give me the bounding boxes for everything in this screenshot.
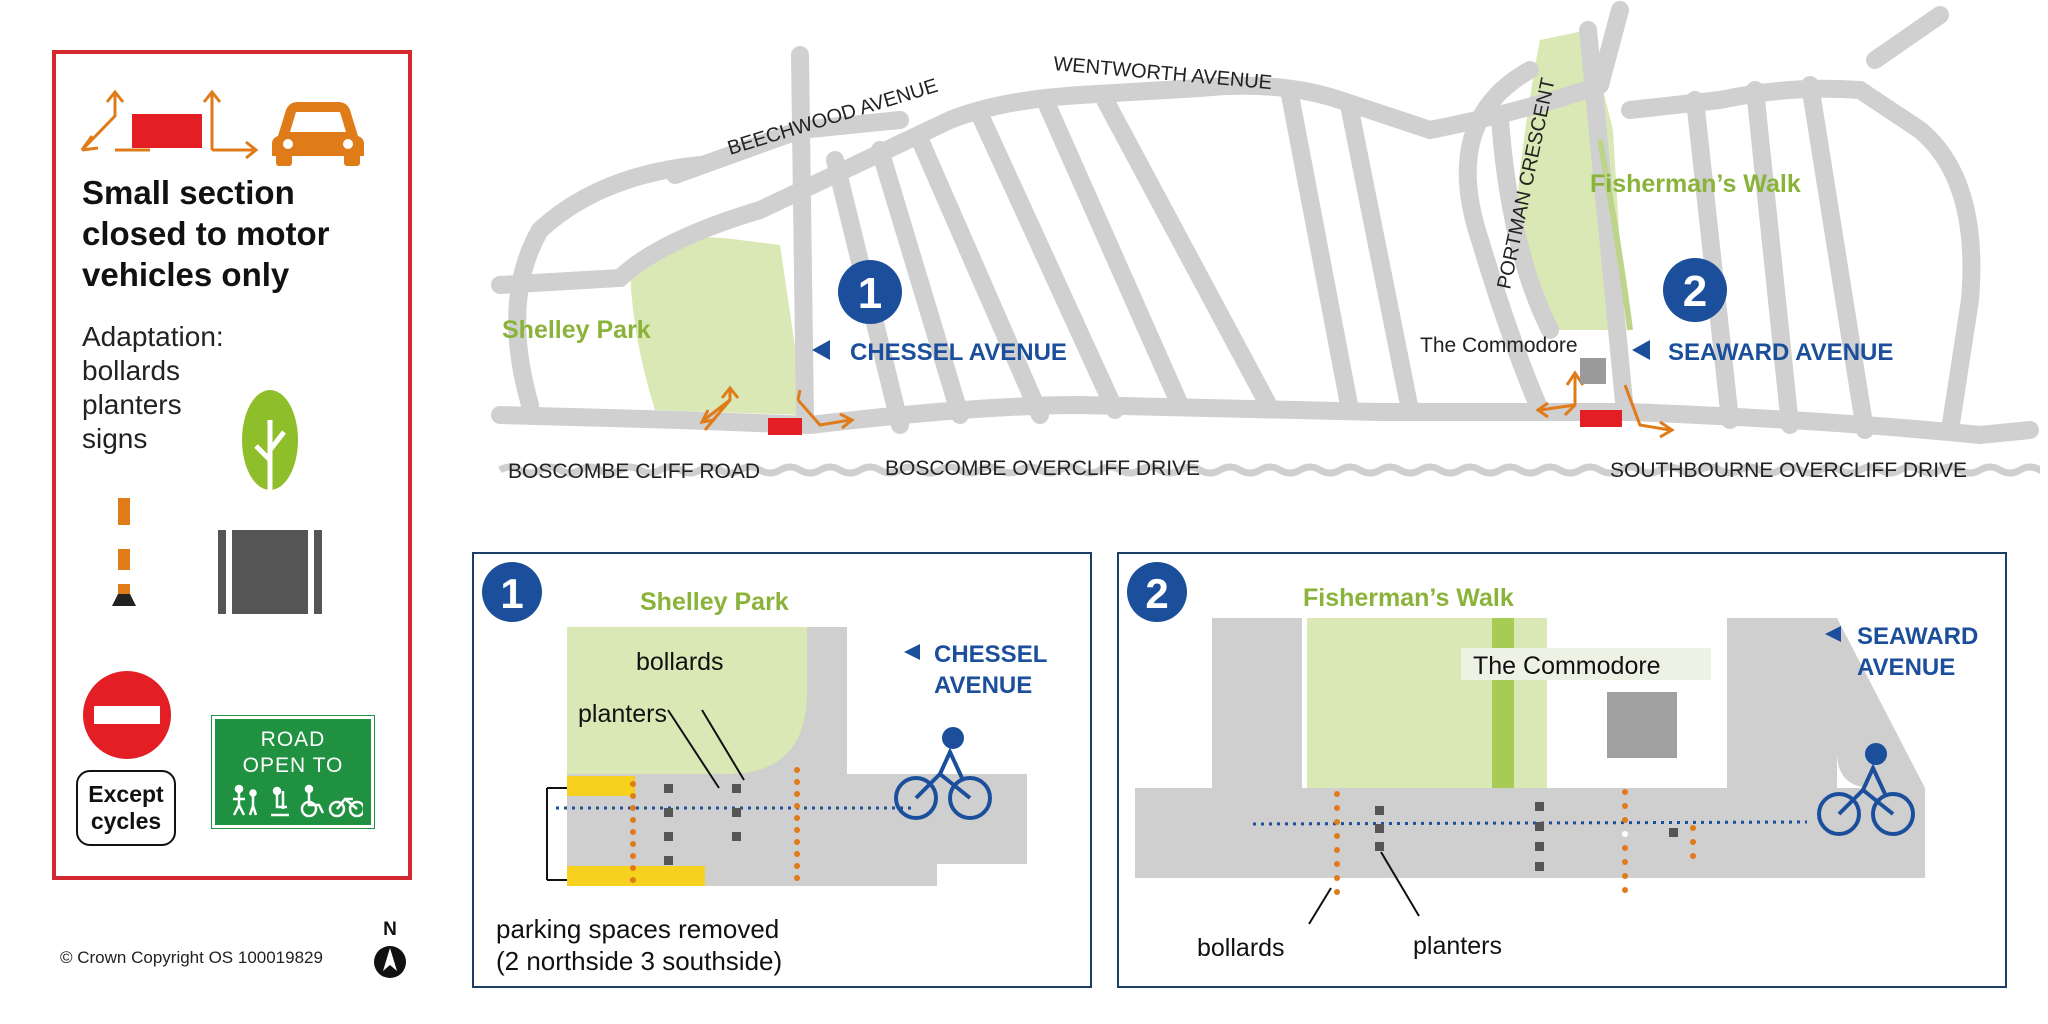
inset-2-street-line1: SEAWARD <box>1857 623 1978 650</box>
commodore-label-bg <box>1461 648 1711 680</box>
marker-2: 2 <box>1663 258 1727 322</box>
adaptation-item: bollards <box>82 355 181 386</box>
inset-1-panel <box>472 552 1092 988</box>
inset-1-bollards-label: bollards <box>636 648 724 676</box>
inset-1-park-area <box>567 627 807 774</box>
north-arrow: N <box>374 919 406 978</box>
parking-space-south <box>567 866 705 886</box>
road-network <box>491 1 2039 445</box>
pointer-left-icon <box>1825 626 1841 642</box>
park-path <box>1597 139 1633 331</box>
car-icon <box>272 102 364 166</box>
permitted-users-icons <box>232 784 366 818</box>
street-label-boscombe-overcliff: BOSCOMBE OVERCLIFF DRIVE <box>885 457 1200 480</box>
inset-2-diagram: 2 Fisherman’s Walk The Commodore SEAWARD… <box>1127 562 1978 962</box>
cyclist-icon <box>1817 743 1915 836</box>
closure-marker-chessel <box>768 418 802 435</box>
inset-2-bollards <box>1334 789 1696 895</box>
callout-lines <box>1308 851 1420 925</box>
legend-title: Small section closed to motor vehicles o… <box>82 174 330 293</box>
street-label-boscombe-cliff: BOSCOMBE CLIFF ROAD <box>508 460 760 483</box>
legend-panel <box>52 50 412 880</box>
place-label-commodore: The Commodore <box>1420 334 1578 357</box>
marker-1-label: CHESSEL AVENUE <box>850 339 1067 366</box>
pedestrian-icon <box>232 784 258 816</box>
adaptation-heading: Adaptation: <box>82 321 224 352</box>
road-open-line1: ROAD <box>260 728 326 751</box>
except-cycles-sign: Except cycles <box>76 770 176 846</box>
planter-icon <box>218 390 322 614</box>
inset-2-planters <box>1375 802 1678 871</box>
inset-2-street-line2: AVENUE <box>1857 654 1955 681</box>
copyright-text: © Crown Copyright OS 100019829 <box>60 948 323 967</box>
inset-1-planters <box>664 784 741 865</box>
commodore-building <box>1580 358 1606 384</box>
marker-2-label: SEAWARD AVENUE <box>1668 339 1893 366</box>
street-label-southbourne-overcliff: SOUTHBOURNE OVERCLIFF DRIVE <box>1610 459 1967 482</box>
inset-2-park-path <box>1492 618 1514 788</box>
inset-1-parking-line2: (2 northside 3 southside) <box>496 946 782 976</box>
marker-1-number: 1 <box>858 269 882 318</box>
inset-1-number: 1 <box>500 570 523 617</box>
inset-1-marker <box>482 562 542 622</box>
inset-1-street-line2: AVENUE <box>934 672 1032 699</box>
closure-block-icon <box>132 114 202 148</box>
coastline <box>498 463 2040 477</box>
place-label-fishermans-walk: Fisherman’s Walk <box>1590 170 1801 198</box>
road-open-line2: OPEN TO <box>242 754 344 777</box>
inset-2-number: 2 <box>1145 570 1168 617</box>
inset-2-planters-label: planters <box>1413 932 1502 960</box>
arrow-left-icon <box>80 89 150 152</box>
scooter-icon <box>271 786 289 817</box>
commodore-building <box>1607 692 1677 758</box>
adaptation-item: signs <box>82 423 148 454</box>
inset-1-planters-label: planters <box>578 700 667 728</box>
pointer-left-icon <box>1632 340 1650 360</box>
callout-lines <box>667 709 745 789</box>
pointer-left-icon <box>904 644 920 660</box>
north-label: N <box>383 919 397 940</box>
inset-2-commodore-label: The Commodore <box>1473 652 1661 680</box>
wheelchair-icon <box>300 784 325 818</box>
place-label-shelley-park: Shelley Park <box>502 316 651 344</box>
inset-2-park-label: Fisherman’s Walk <box>1303 584 1514 612</box>
inset-2-bollards-label: bollards <box>1197 934 1285 962</box>
overview-map: BEECHWOOD AVENUE WENTWORTH AVENUE PORTMA… <box>491 1 2040 483</box>
inset-2-road <box>1135 788 1925 878</box>
shelley-park-area <box>630 237 805 415</box>
road-open-sign: ROAD OPEN TO <box>212 716 374 828</box>
inset-2-marker <box>1127 562 1187 622</box>
inset-1-park-label: Shelley Park <box>640 588 789 616</box>
bicycle-icon <box>328 797 366 818</box>
parking-bracket <box>546 787 567 881</box>
diversion-arrows <box>699 370 1675 439</box>
cyclist-icon <box>894 727 992 820</box>
pointer-left-icon <box>812 340 830 360</box>
adaptation-list: Adaptation: bollards planters signs <box>82 320 224 456</box>
inset-1-bollards <box>630 767 800 883</box>
bollard-icon <box>112 498 136 606</box>
parking-space-north <box>567 776 635 796</box>
adaptation-icons <box>112 390 322 614</box>
closure-marker-seaward <box>1580 410 1622 427</box>
marker-2-number: 2 <box>1683 267 1707 316</box>
inset-2-panel <box>1117 552 2007 988</box>
closure-diagram <box>80 89 364 166</box>
inset-1-diagram: 1 Shelley Park CHESSEL AVENUE bollards p… <box>482 562 1047 976</box>
no-entry-sign-icon <box>83 671 171 759</box>
adaptation-item: planters <box>82 389 182 420</box>
marker-1: 1 <box>838 260 902 324</box>
inset-1-street-line1: CHESSEL <box>934 641 1047 668</box>
arrow-right-icon <box>202 89 259 160</box>
inset-1-parking-line1: parking spaces removed <box>496 914 779 944</box>
